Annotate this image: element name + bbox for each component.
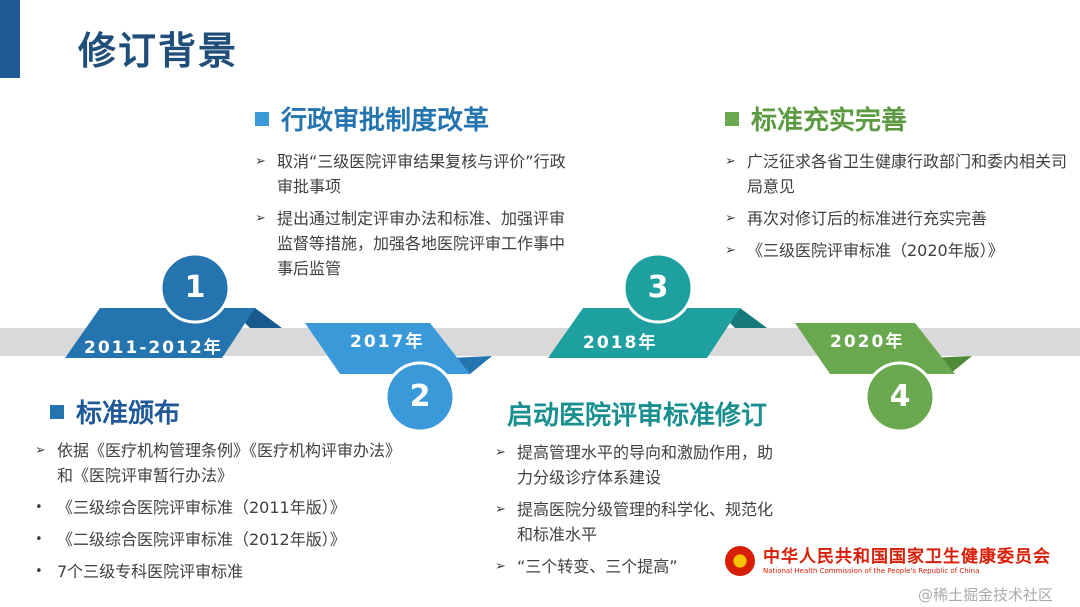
stage-number-4: 4 [889,379,911,414]
stage-number-3: 3 [647,270,669,305]
circle-1 [159,252,231,324]
circle-2 [384,361,456,433]
section-revision-start: 启动医院评审标准修订 ➢ 提高管理水平的导向和激励作用，助力分级诊疗体系建设 ➢ 提… [495,395,773,586]
arrow-bullet-icon: ➢ [495,502,506,517]
list-item: 7个三级专科医院评审标准 [57,562,244,581]
ribbon-4 [795,323,955,374]
arrow-bullet-icon: ➢ [495,559,506,574]
ribbon-2 [305,323,470,374]
watermark: @稀土掘金技术社区 [918,586,1054,604]
list-item: 《二级综合医院评审标准（2012年版）》 [57,530,346,549]
nhc-logo: 中华人民共和国国家卫生健康委员会 National Health Commiss… [725,546,1051,576]
org-name-cn: 中华人民共和国国家卫生健康委员会 [763,546,1051,567]
section-heading: 启动医院评审标准修订 [507,401,768,431]
stage-number-1: 1 [184,270,206,305]
arrow-bullet-icon: ➢ [255,211,266,226]
arrow-bullet-icon: ➢ [725,243,736,258]
stage-number-2: 2 [409,379,431,414]
list-item: 《三级综合医院评审标准（2011年版）》 [57,498,346,517]
list-item: 提高医院分级管理的科学化、规范化和标准水平 [517,500,774,544]
page-title: 修订背景 [78,29,239,73]
section-admin-reform: 行政审批制度改革 ➢ 取消“三级医院评审结果复核与评价”行政审批事项 ➢ 提出通过制… [255,100,575,288]
arrow-bullet-icon: ➢ [35,443,46,458]
list-item: 提高管理水平的导向和激励作用，助力分级诊疗体系建设 [517,443,774,487]
national-emblem-icon [725,546,755,576]
year-label-3: 2018年 [583,333,658,353]
year-label-1: 2011-2012年 [84,338,223,358]
section-heading: 标准颁布 [76,399,181,429]
arrow-bullet-icon: ➢ [255,154,266,169]
section-standard-release: 标准颁布 ➢依据《医疗机构管理条例》《医疗机构评审办法》和《医院评审暂行办法》 … [35,393,410,591]
circle-3 [622,252,694,324]
year-label-2: 2017年 [350,332,425,352]
arrow-bullet-icon: ➢ [495,445,506,460]
dot-bullet-icon: • [35,500,43,515]
arrow-bullet-icon: ➢ [725,211,736,226]
list-item: 再次对修订后的标准进行充实完善 [747,209,988,228]
ribbon-3 [548,308,740,358]
square-bullet-icon [50,404,64,419]
list-item: 《三级医院评审标准（2020年版）》 [747,241,1004,260]
dot-bullet-icon: • [35,532,43,547]
dot-bullet-icon: • [35,564,43,579]
section-heading: 标准充实完善 [751,106,908,136]
circle-4 [864,361,936,433]
list-item: 取消“三级医院评审结果复核与评价”行政审批事项 [277,152,566,196]
list-item: 依据《医疗机构管理条例》《医疗机构评审办法》和《医院评审暂行办法》 [57,441,402,485]
section-heading: 行政审批制度改革 [281,106,490,136]
year-label-4: 2020年 [830,332,905,352]
arrow-bullet-icon: ➢ [725,154,736,169]
list-item: 广泛征求各省卫生健康行政部门和委内相关司局意见 [747,152,1068,196]
org-name-en: National Health Commission of the People… [763,566,980,575]
section-standard-refine: 标准充实完善 ➢ 广泛征求各省卫生健康行政部门和委内相关司局意见 ➢ 再次对修订后的… [725,100,1070,270]
accent-bar [0,0,20,78]
square-bullet-icon [725,111,739,126]
list-item: 提出通过制定评审办法和标准、加强评审监督等措施，加强各地医院评审工作事中事后监管 [277,209,566,278]
list-item: “三个转变、三个提高” [517,557,678,576]
square-bullet-icon [255,111,269,126]
